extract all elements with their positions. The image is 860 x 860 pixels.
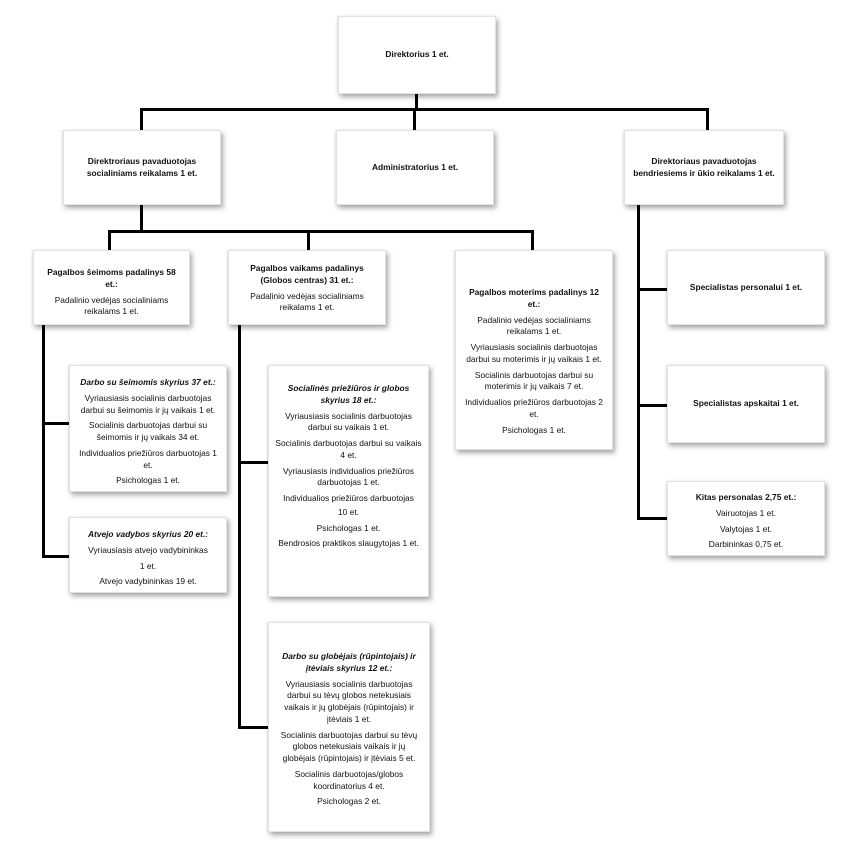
connector-to-administrator bbox=[413, 108, 416, 130]
care-dept-line: Psichologas 1 et. bbox=[316, 522, 381, 533]
hr-specialist-box: Specialistas personalui 1 et. bbox=[667, 250, 825, 325]
foster-dept-box: Atvejo vadybos skyrius 20 et.: Vyriausia… bbox=[69, 517, 227, 593]
foster-dept-line: Vyriausiasis atvejo vadybininkas bbox=[88, 544, 208, 555]
deputy-general-box: Direktoriaus pavaduotojas bendriesiems i… bbox=[624, 130, 784, 205]
women-unit-title: Pagalbos moterims padalinys 12 et.: bbox=[469, 287, 599, 309]
care-dept-line: Individualios priežiūros darbuotojas bbox=[283, 493, 414, 504]
connector-to-women-unit bbox=[531, 230, 534, 250]
other-staff-title: Kitas personalas 2,75 et.: bbox=[695, 492, 797, 502]
connector-to-foster-dept bbox=[42, 555, 69, 558]
connector-top-row bbox=[140, 108, 708, 111]
women-unit-line: Individualios priežiūros darbuotojas 2 e… bbox=[465, 397, 603, 419]
connector-family-branch bbox=[42, 325, 45, 557]
deputy-social-label: Direktroriaus pavaduotojas socialiniams … bbox=[86, 155, 198, 178]
family-unit-title: Pagalbos šeimoms padalinys 58 et.: bbox=[47, 267, 176, 289]
other-staff-box: Kitas personalas 2,75 et.: Vairuotojas 1… bbox=[667, 481, 825, 556]
women-unit-line: Socialinis darbuotojas darbui su moterim… bbox=[474, 369, 594, 392]
families-dept-title: Darbo su šeimomis skyrius 37 et.: bbox=[80, 377, 216, 387]
guardians-dept-line: Psichologas 2 et. bbox=[317, 796, 381, 807]
director-box: Direktorius 1 et. bbox=[338, 16, 496, 94]
administrator-box: Administratorius 1 et. bbox=[336, 130, 494, 205]
children-unit-box: Pagalbos vaikams padalinys (Globos centr… bbox=[228, 250, 386, 325]
foster-dept-line: Atvejo vadybininkas 19 et. bbox=[99, 576, 197, 587]
guardians-dept-line: Socialinis darbuotojas/globos koordinato… bbox=[294, 768, 404, 791]
guardians-dept-line: Socialinis darbuotojas darbui su tėvų gl… bbox=[280, 729, 418, 764]
director-label: Direktorius 1 et. bbox=[385, 49, 449, 60]
family-unit-box: Pagalbos šeimoms padalinys 58 et.: Padal… bbox=[33, 250, 190, 325]
children-unit-line: Padalinio vedėjas socialiniams reikalams… bbox=[250, 290, 364, 313]
connector-to-family-unit bbox=[108, 230, 111, 250]
other-staff-line: Vairuotojas 1 et. bbox=[716, 507, 776, 518]
connector-to-other-staff bbox=[637, 517, 667, 520]
family-unit-line: Padalinio vedėjas socialiniams reikalams… bbox=[54, 294, 169, 317]
foster-dept-line: 1 et. bbox=[139, 560, 157, 571]
care-dept-line: 10 et. bbox=[338, 506, 359, 517]
connector-director-down bbox=[415, 94, 418, 110]
guardians-dept-title: Darbo su globėjais (rūpintojais) ir įtėv… bbox=[282, 651, 416, 673]
women-unit-line: Padalinio vedėjas socialiniams reikalams… bbox=[477, 314, 591, 337]
connector-to-families-dept bbox=[42, 422, 69, 425]
connector-to-guardians-dept bbox=[238, 726, 268, 729]
connector-general-branch bbox=[637, 205, 640, 519]
care-dept-box: Socialinės priežiūros ir globos skyrius … bbox=[268, 365, 429, 597]
women-unit-line: Psichologas 1 et. bbox=[502, 424, 566, 435]
care-dept-line: Socialinis darbuotojas darbui su vaikais… bbox=[275, 438, 422, 460]
other-staff-line: Valytojas 1 et. bbox=[720, 523, 772, 534]
guardians-dept-line: Vyriausiasis socialinis darbuotojas darb… bbox=[284, 678, 414, 724]
families-dept-line: Socialinis darbuotojas darbui su šeimomi… bbox=[88, 420, 208, 443]
other-staff-line: Darbininkas 0,75 et. bbox=[708, 539, 784, 550]
accounting-specialist-box: Specialistas apskaitai 1 et. bbox=[667, 365, 825, 443]
families-dept-box: Darbo su šeimomis skyrius 37 et.: Vyriau… bbox=[69, 365, 227, 492]
foster-dept-title: Atvejo vadybos skyrius 20 et.: bbox=[87, 529, 209, 539]
deputy-general-label: Direktoriaus pavaduotojas bendriesiems i… bbox=[633, 155, 775, 178]
hr-specialist-label: Specialistas personalui 1 et. bbox=[689, 281, 803, 292]
care-dept-title: Socialinės priežiūros ir globos skyrius … bbox=[287, 383, 410, 405]
connector-to-hr bbox=[637, 288, 667, 291]
guardians-dept-box: Darbo su globėjais (rūpintojais) ir įtėv… bbox=[268, 622, 430, 832]
care-dept-line: Vyriausiasis individualios priežiūros da… bbox=[283, 465, 414, 488]
connector-to-children-unit bbox=[307, 230, 310, 250]
families-dept-line: Individualios priežiūros darbuotojas 1 e… bbox=[79, 447, 217, 470]
accounting-specialist-label: Specialistas apskaitai 1 et. bbox=[693, 398, 799, 409]
deputy-social-box: Direktroriaus pavaduotojas socialiniams … bbox=[63, 130, 221, 205]
connector-deputy-social-down bbox=[140, 205, 143, 232]
care-dept-line: Vyriausiasis socialinis darbuotojas darb… bbox=[285, 410, 412, 433]
connector-units-row bbox=[108, 230, 533, 233]
women-unit-box: Pagalbos moterims padalinys 12 et.: Pada… bbox=[455, 250, 613, 450]
connector-to-accounting bbox=[637, 404, 667, 407]
families-dept-line: Psichologas 1 et. bbox=[116, 475, 180, 486]
connector-to-care-dept bbox=[238, 461, 268, 464]
families-dept-line: Vyriausiasis socialinis darbuotojas darb… bbox=[80, 392, 216, 415]
children-unit-title: Pagalbos vaikams padalinys (Globos centr… bbox=[250, 263, 364, 285]
women-unit-line: Vyriausiasis socialinis darbuotojas darb… bbox=[466, 342, 602, 364]
administrator-label: Administratorius 1 et. bbox=[371, 161, 459, 172]
connector-to-deputy-general bbox=[706, 108, 709, 130]
connector-to-deputy-social bbox=[140, 108, 143, 130]
care-dept-line: Bendrosios praktikos slaugytojas 1 et. bbox=[278, 538, 419, 549]
connector-children-branch bbox=[238, 325, 241, 728]
